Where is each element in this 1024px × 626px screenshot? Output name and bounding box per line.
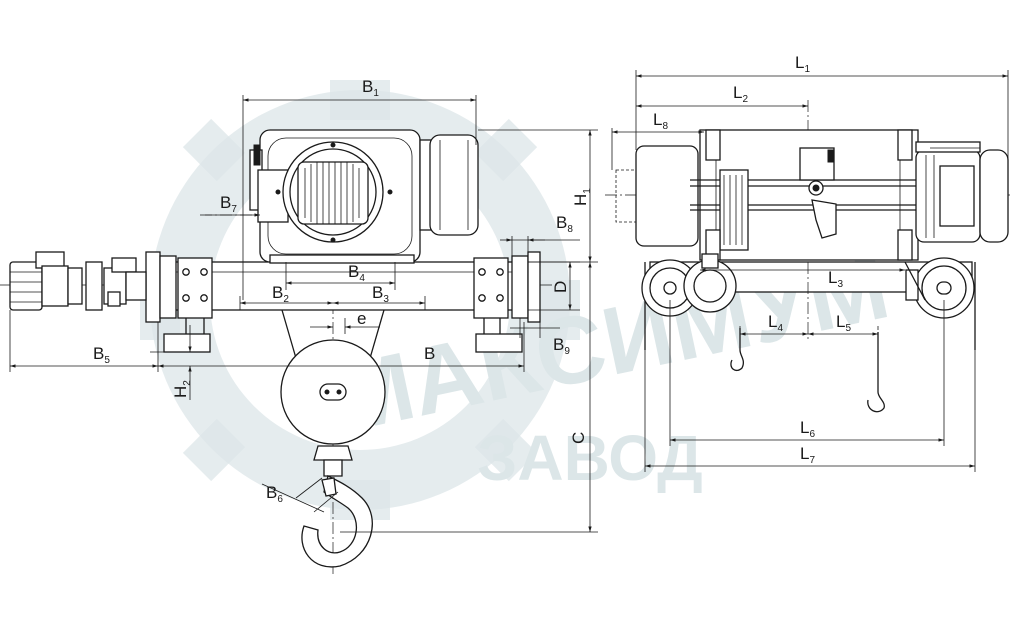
- label-l2: L: [733, 83, 742, 102]
- label-b2: B: [272, 283, 283, 302]
- svg-text:B2: B2: [272, 283, 289, 305]
- label-l2-sub: 2: [742, 94, 748, 105]
- left-trolley-frame: [145, 251, 213, 353]
- label-d: D: [551, 281, 570, 293]
- hoist-motor: [249, 129, 479, 264]
- label-e: e: [357, 309, 366, 328]
- svg-text:L8: L8: [653, 110, 668, 132]
- svg-text:B9: B9: [553, 335, 570, 357]
- svg-text:L6: L6: [800, 418, 815, 440]
- label-l1-sub: 1: [804, 64, 810, 75]
- svg-text:B4: B4: [348, 262, 365, 284]
- label-l6: L: [800, 418, 809, 437]
- motor-grille: [297, 161, 369, 225]
- label-l6-sub: 6: [809, 429, 815, 440]
- label-l8: L: [653, 110, 662, 129]
- travel-motor: [9, 251, 147, 311]
- label-h2-sub: 2: [182, 380, 193, 386]
- right-trolley-frame: [473, 251, 541, 353]
- label-b5-sub: 5: [104, 355, 110, 366]
- svg-text:B8: B8: [556, 213, 573, 235]
- label-l8-sub: 8: [662, 121, 668, 132]
- rope-guide: [799, 147, 837, 239]
- front-dimensions: B1 B7 B4 B2 B3 e B5: [9, 77, 598, 533]
- svg-text:B3: B3: [372, 283, 389, 305]
- label-b5: B: [93, 344, 104, 363]
- label-b6-sub: 6: [277, 494, 283, 505]
- label-b6: B: [266, 483, 277, 502]
- label-b7: B: [220, 193, 231, 212]
- svg-text:H2: H2: [171, 380, 193, 398]
- label-l5: L: [836, 312, 845, 331]
- svg-text:B7: B7: [220, 193, 237, 215]
- label-b1-sub: 1: [373, 88, 379, 99]
- label-b2-sub: 2: [283, 294, 289, 305]
- label-b4-sub: 4: [359, 273, 365, 284]
- label-b8-sub: 8: [567, 224, 573, 235]
- label-b9-sub: 9: [564, 346, 570, 357]
- label-b9: B: [553, 335, 564, 354]
- svg-text:L5: L5: [836, 312, 851, 334]
- hook-icon: [301, 475, 373, 568]
- label-b8: B: [556, 213, 567, 232]
- svg-text:L1: L1: [795, 53, 810, 75]
- front-view: B1 B7 B4 B2 B3 e B5: [0, 77, 598, 575]
- svg-text:B1: B1: [362, 77, 379, 99]
- side-trolley: [641, 253, 976, 350]
- label-c: C: [569, 432, 588, 444]
- label-l3: L: [828, 268, 837, 287]
- side-hoist-motor: [915, 141, 1009, 243]
- label-b1: B: [362, 77, 373, 96]
- label-b7-sub: 7: [231, 204, 237, 215]
- label-b3: B: [372, 283, 383, 302]
- svg-text:L7: L7: [800, 444, 815, 466]
- label-l7-sub: 7: [809, 455, 815, 466]
- svg-text:L4: L4: [768, 312, 783, 334]
- label-l4: L: [768, 312, 777, 331]
- label-b3-sub: 3: [383, 294, 389, 305]
- label-l3-sub: 3: [837, 279, 843, 290]
- svg-text:H1: H1: [571, 188, 593, 206]
- side-dimensions: L1 L2 L8 L3 L4 L5 L6: [611, 53, 1009, 472]
- label-b4: B: [348, 262, 359, 281]
- svg-text:B6: B6: [266, 483, 283, 505]
- label-l7: L: [800, 444, 809, 463]
- label-h1: H: [571, 194, 590, 206]
- label-b: B: [424, 344, 435, 363]
- label-l4-sub: 4: [777, 323, 783, 334]
- label-l1: L: [795, 53, 804, 72]
- side-hook-icon: [730, 328, 885, 413]
- side-view: L1 L2 L8 L3 L4 L5 L6: [605, 53, 1010, 472]
- rope-drum: [615, 129, 920, 261]
- svg-text:L2: L2: [733, 83, 748, 105]
- label-h1-sub: 1: [582, 188, 593, 194]
- label-l5-sub: 5: [845, 323, 851, 334]
- svg-text:L3: L3: [828, 268, 843, 290]
- label-h2: H: [171, 386, 190, 398]
- svg-text:B5: B5: [93, 344, 110, 366]
